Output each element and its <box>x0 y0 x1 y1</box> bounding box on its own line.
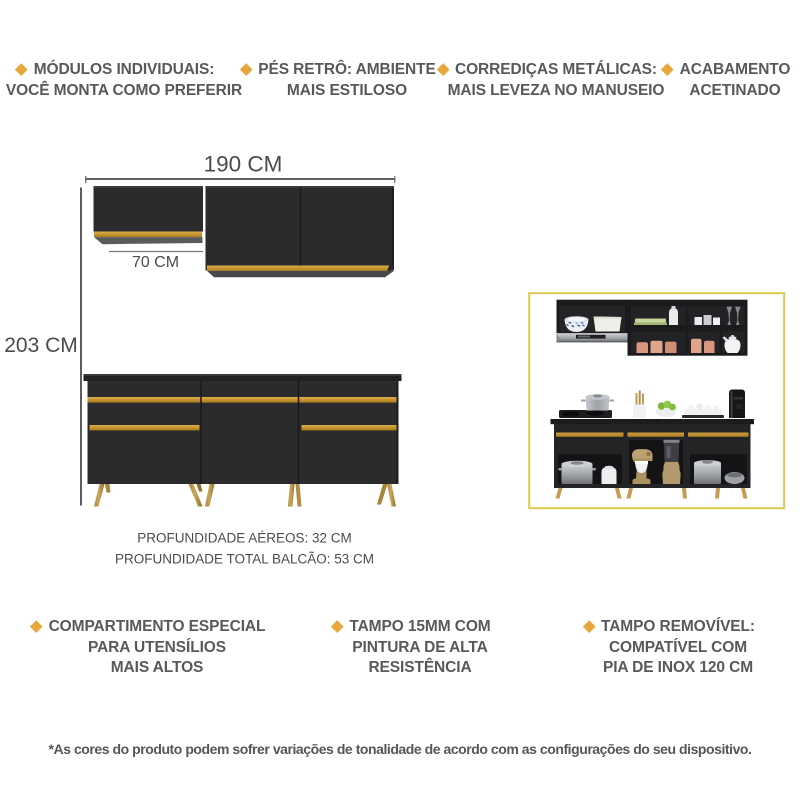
svg-text:190 CM: 190 CM <box>204 152 283 177</box>
svg-text:203 CM: 203 CM <box>4 334 78 357</box>
svg-text:PROFUNDIDADE TOTAL BALCÃO: 53: PROFUNDIDADE TOTAL BALCÃO: 53 CM <box>115 551 374 566</box>
svg-text:70 CM: 70 CM <box>132 254 179 271</box>
svg-text:PROFUNDIDADE AÉREOS: 32 CM: PROFUNDIDADE AÉREOS: 32 CM <box>137 531 352 546</box>
